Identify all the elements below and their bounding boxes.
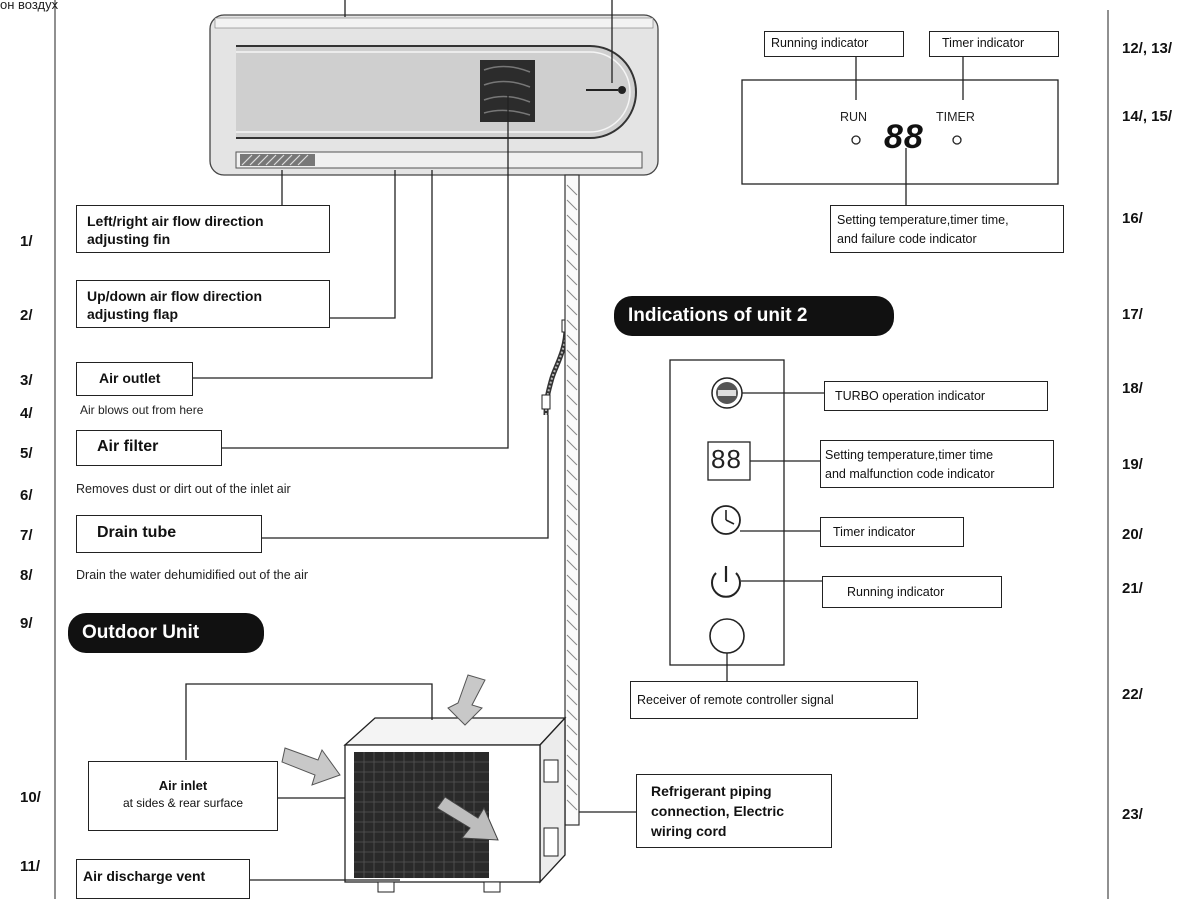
unit2-timer-box: Timer indicator <box>820 517 964 547</box>
num-21: 21/ <box>1122 580 1143 597</box>
discharge-arrow <box>436 796 499 841</box>
run-led <box>851 135 861 145</box>
inflow-arrow-side <box>281 747 341 786</box>
air-outlet-label-box: Air outlet <box>76 362 193 396</box>
num-1: 1/ <box>20 233 33 250</box>
run-label: RUN <box>840 110 868 124</box>
display1-setting-line1: Setting temperature,timer time, <box>837 213 1009 227</box>
air-filter-label: Air filter <box>97 438 159 455</box>
air-filter-label-box: Air filter <box>76 430 222 466</box>
air-inlet-sublabel: at sides & rear surface <box>122 796 244 810</box>
indoor-unit <box>209 0 659 176</box>
num-10: 10/ <box>20 789 41 806</box>
lr-fin-line2: adjusting fin <box>87 231 171 247</box>
display1-setting-line2: and failure code indicator <box>837 232 977 246</box>
unit2-setting-line1: Setting temperature,timer time <box>825 448 994 462</box>
receiver-window <box>709 618 745 654</box>
air-discharge-label: Air discharge vent <box>83 868 206 884</box>
timer-label: TIMER <box>936 110 975 124</box>
receiver-label: Receiver of remote controller signal <box>637 693 834 707</box>
drain-tube-label: Drain tube <box>97 524 177 541</box>
timer-indicator-label: Timer indicator <box>942 36 1025 50</box>
refrigerant-line2: connection, Electric <box>651 803 785 819</box>
lr-fin-label-box: Left/right air flow direction adjusting … <box>76 205 330 253</box>
air-outlet-label: Air outlet <box>99 370 161 386</box>
unit2-running-box: Running indicator <box>822 576 1002 608</box>
num-6: 6/ <box>20 487 33 504</box>
unit2-running-label: Running indicator <box>847 585 945 599</box>
refrigerant-box: Refrigerant piping connection, Electric … <box>636 774 832 848</box>
num-14-15: 14/, 15/ <box>1122 108 1173 125</box>
drain-tube-label-box: Drain tube <box>76 515 262 553</box>
num-12-13: 12/, 13/ <box>1122 40 1173 57</box>
display1-panel <box>741 79 1059 185</box>
unit2-timer-label: Timer indicator <box>833 525 916 539</box>
air-filter-desc: Removes dust or dirt out of the inlet ai… <box>76 482 291 496</box>
lr-fin-line1: Left/right air flow direction <box>87 213 264 229</box>
num-7: 7/ <box>20 527 33 544</box>
outdoor-title: Outdoor Unit <box>68 613 264 653</box>
num-16: 16/ <box>1122 210 1143 227</box>
ud-flap-line2: adjusting flap <box>87 306 178 322</box>
drain-tube-desc: Drain the water dehumidified out of the … <box>76 568 309 582</box>
turbo-label: TURBO operation indicator <box>835 389 986 403</box>
unit2-title: Indications of unit 2 <box>614 296 894 336</box>
num-17: 17/ <box>1122 306 1143 323</box>
air-inlet-box: Air inlet at sides & rear surface <box>88 761 278 831</box>
num-18: 18/ <box>1122 380 1143 397</box>
running-indicator-label-box: Running indicator <box>764 31 904 57</box>
air-discharge-box: Air discharge vent <box>76 859 250 899</box>
ud-flap-line1: Up/down air flow direction <box>87 288 262 304</box>
num-8: 8/ <box>20 567 33 584</box>
air-outlet-desc: Air blows out from here <box>80 403 204 417</box>
inflow-arrow-top <box>447 674 486 726</box>
unit2-digits: 88 <box>711 444 742 474</box>
clock-icon <box>711 505 741 535</box>
num-20: 20/ <box>1122 526 1143 543</box>
display1-setting-box: Setting temperature,timer time, and fail… <box>830 205 1064 253</box>
timer-indicator-label-box: Timer indicator <box>929 31 1059 57</box>
ud-flap-label-box: Up/down air flow direction adjusting fla… <box>76 280 330 328</box>
header-fragment: он воздух <box>0 0 59 12</box>
num-4: 4/ <box>20 405 33 422</box>
num-22: 22/ <box>1122 686 1143 703</box>
refrigerant-line1: Refrigerant piping <box>651 783 772 799</box>
refrigerant-line3: wiring cord <box>651 823 727 839</box>
num-23: 23/ <box>1122 806 1143 823</box>
unit2-setting-box: Setting temperature,timer time and malfu… <box>820 440 1054 488</box>
unit2-digit-box <box>707 441 751 481</box>
power-icon <box>711 566 741 598</box>
timer-led <box>952 135 962 145</box>
num-5: 5/ <box>20 445 33 462</box>
turbo-icon <box>711 377 743 409</box>
running-indicator-label: Running indicator <box>771 36 869 50</box>
num-2: 2/ <box>20 307 33 324</box>
display1-digits: 88 <box>884 118 924 156</box>
num-11: 11/ <box>20 858 41 875</box>
receiver-label-box: Receiver of remote controller signal <box>630 681 918 719</box>
num-3: 3/ <box>20 372 33 389</box>
unit2-setting-line2: and malfunction code indicator <box>825 467 995 481</box>
num-19: 19/ <box>1122 456 1143 473</box>
num-9: 9/ <box>20 615 33 632</box>
air-inlet-label: Air inlet <box>158 778 208 793</box>
turbo-label-box: TURBO operation indicator <box>824 381 1048 411</box>
